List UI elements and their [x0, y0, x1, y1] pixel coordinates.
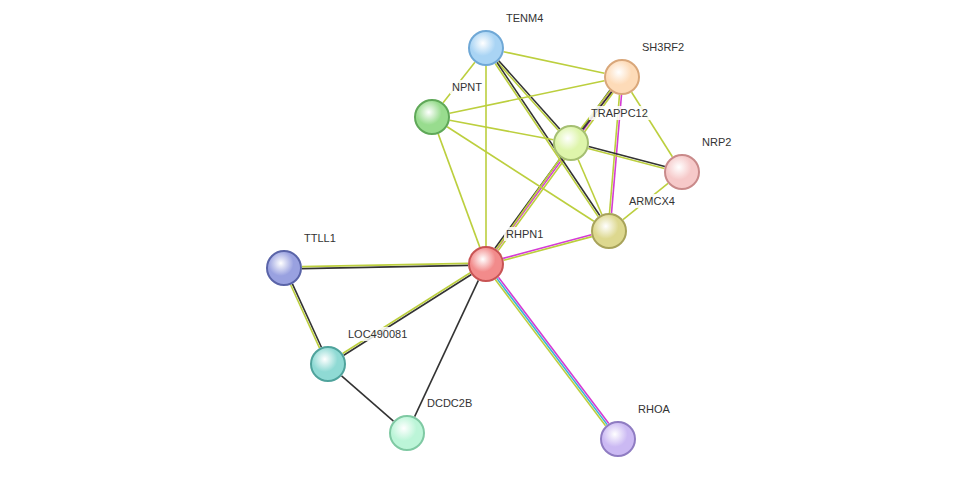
interaction-edge	[342, 376, 394, 421]
node-label: NRP2	[700, 135, 733, 149]
evidence-line	[499, 61, 560, 129]
node-label: TTLL1	[302, 231, 338, 245]
evidence-line	[504, 52, 605, 73]
evidence-line	[485, 66, 487, 246]
interaction-edge	[632, 92, 673, 157]
node-label: NPNT	[450, 80, 484, 94]
protein-node: TENM4	[468, 30, 504, 66]
protein-node: SH3RF2	[604, 59, 640, 95]
evidence-line	[495, 63, 598, 216]
interaction-edge	[496, 158, 560, 250]
interaction-edge	[343, 273, 472, 355]
protein-node: NPNT	[414, 99, 450, 135]
evidence-line	[415, 280, 479, 416]
evidence-line	[302, 263, 468, 266]
node-label: TRAPPC12	[589, 106, 650, 120]
evidence-line	[292, 284, 321, 347]
evidence-line	[496, 158, 560, 250]
evidence-line	[588, 149, 664, 169]
interaction-edge	[438, 134, 480, 247]
interaction-edge	[588, 147, 665, 169]
evidence-line	[495, 280, 605, 426]
protein-node: RHPN1	[468, 246, 504, 282]
protein-node: NRP2	[664, 154, 700, 190]
evidence-line	[498, 277, 608, 423]
evidence-line	[497, 278, 607, 424]
interaction-edge	[450, 81, 605, 114]
evidence-line	[450, 120, 554, 139]
evidence-line	[578, 160, 602, 215]
interaction-edge	[578, 160, 602, 215]
evidence-line	[291, 285, 320, 348]
node-label: RHPN1	[504, 227, 545, 241]
interaction-edge	[291, 284, 322, 348]
interaction-edge	[415, 280, 479, 416]
interaction-edge	[504, 52, 605, 73]
evidence-line	[342, 376, 394, 421]
evidence-line	[343, 273, 471, 354]
node-label: SH3RF2	[640, 40, 686, 54]
evidence-line	[438, 134, 480, 247]
interaction-edge	[450, 120, 554, 139]
protein-node: DCDC2B	[389, 415, 425, 451]
node-label: ARMCX4	[627, 194, 677, 208]
interaction-edge	[495, 277, 609, 426]
node-label: DCDC2B	[425, 396, 474, 410]
interaction-edge	[486, 66, 487, 246]
interaction-edge	[497, 61, 559, 131]
node-label: TENM4	[504, 11, 545, 25]
node-label: LOC490081	[346, 327, 409, 341]
interaction-edge	[302, 263, 468, 268]
evidence-line	[450, 81, 605, 114]
protein-node: RHOA	[600, 421, 636, 457]
protein-node: ARMCX4	[591, 213, 627, 249]
evidence-line	[344, 274, 472, 355]
protein-node: TRAPPC12	[553, 125, 589, 161]
protein-node: LOC490081	[310, 346, 346, 382]
node-label: RHOA	[636, 402, 672, 416]
evidence-line	[632, 92, 673, 157]
evidence-line	[589, 147, 665, 167]
protein-node: TTLL1	[266, 250, 302, 286]
